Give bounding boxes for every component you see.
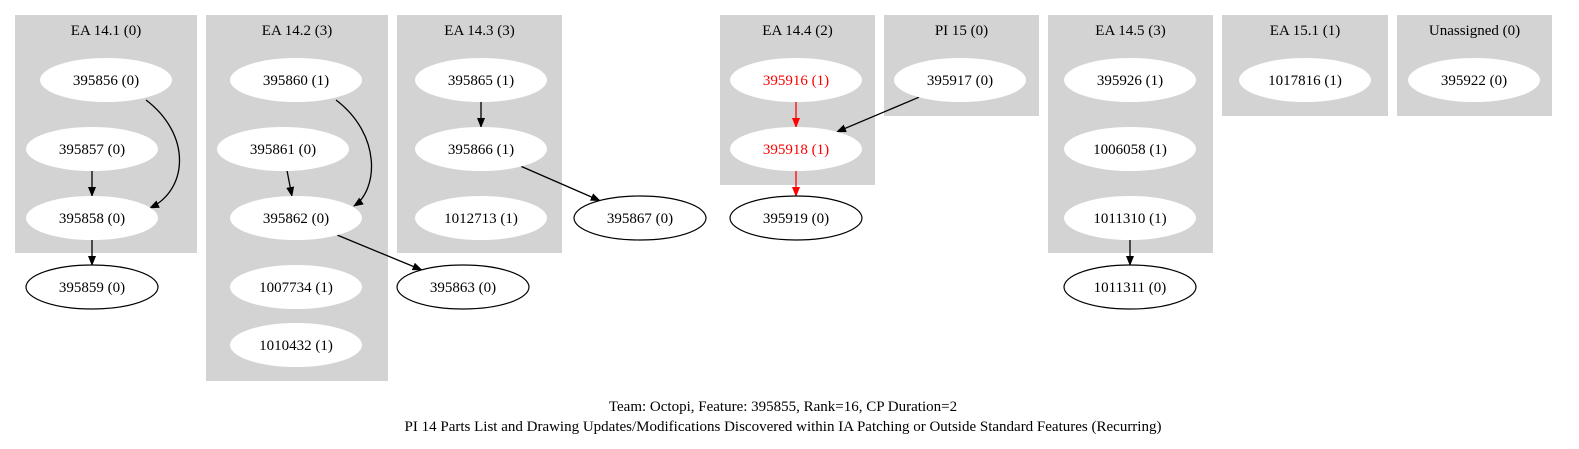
node-395857[interactable]: 395857 (0) bbox=[26, 127, 158, 171]
node-shape bbox=[396, 264, 530, 310]
node-shape bbox=[415, 196, 547, 240]
node-label: 1006058 (1) bbox=[1093, 142, 1167, 158]
node-shape bbox=[415, 127, 547, 171]
node-395865[interactable]: 395865 (1) bbox=[415, 58, 547, 102]
node-shape bbox=[26, 127, 158, 171]
node-shape bbox=[1408, 58, 1540, 102]
node-1012713[interactable]: 1012713 (1) bbox=[415, 196, 547, 240]
node-label: 395858 (0) bbox=[59, 211, 125, 227]
node-label: 1011311 (0) bbox=[1094, 280, 1167, 296]
node-shape bbox=[25, 264, 159, 310]
node-label: 1012713 (1) bbox=[444, 211, 518, 227]
node-shape bbox=[729, 195, 863, 241]
node-label: 395856 (0) bbox=[73, 73, 139, 89]
node-shape bbox=[1239, 58, 1371, 102]
node-label: 395859 (0) bbox=[59, 280, 125, 296]
node-shape bbox=[1064, 196, 1196, 240]
node-shape bbox=[230, 323, 362, 367]
node-1006058[interactable]: 1006058 (1) bbox=[1064, 127, 1196, 171]
node-shape bbox=[415, 58, 547, 102]
node-395860[interactable]: 395860 (1) bbox=[230, 58, 362, 102]
node-label: 395866 (1) bbox=[448, 142, 514, 158]
node-1007734[interactable]: 1007734 (1) bbox=[230, 265, 362, 309]
node-label: 395861 (0) bbox=[250, 142, 316, 158]
node-shape bbox=[730, 58, 862, 102]
edge-395862-to-395863 bbox=[337, 234, 423, 271]
cluster-label: EA 14.2 (3) bbox=[262, 23, 332, 39]
cluster-label: EA 15.1 (1) bbox=[1270, 23, 1340, 39]
node-shape bbox=[894, 58, 1026, 102]
cluster-label: EA 14.3 (3) bbox=[444, 23, 514, 39]
node-shape bbox=[217, 127, 349, 171]
node-1010432[interactable]: 1010432 (1) bbox=[230, 323, 362, 367]
node-shape bbox=[1063, 264, 1197, 310]
node-395917[interactable]: 395917 (0) bbox=[894, 58, 1026, 102]
node-shape bbox=[230, 196, 362, 240]
node-label: 395919 (0) bbox=[763, 211, 829, 227]
cluster-label: EA 14.5 (3) bbox=[1095, 23, 1165, 39]
node-shape bbox=[230, 58, 362, 102]
node-shape bbox=[730, 127, 862, 171]
cluster-label: EA 14.1 (0) bbox=[71, 23, 141, 39]
node-label: 1011310 (1) bbox=[1093, 211, 1166, 227]
node-395861[interactable]: 395861 (0) bbox=[217, 127, 349, 171]
node-label: 395926 (1) bbox=[1097, 73, 1163, 89]
node-label: 1007734 (1) bbox=[259, 280, 333, 296]
node-label: 1017816 (1) bbox=[1268, 73, 1342, 89]
node-layer: 395856 (0) 395857 (0) 395858 (0) 395859 (0)… bbox=[25, 58, 1540, 367]
node-395862[interactable]: 395862 (0) bbox=[230, 196, 362, 240]
node-shape bbox=[230, 265, 362, 309]
node-1011311[interactable]: 1011311 (0) bbox=[1063, 264, 1197, 310]
node-395858[interactable]: 395858 (0) bbox=[26, 196, 158, 240]
edge-395917-to-395918 bbox=[836, 96, 920, 133]
node-395919[interactable]: 395919 (0) bbox=[729, 195, 863, 241]
edge-395856-to-395858 bbox=[145, 99, 180, 209]
node-shape bbox=[26, 196, 158, 240]
node-label: 1010432 (1) bbox=[259, 338, 333, 354]
cluster-label: Unassigned (0) bbox=[1429, 23, 1520, 39]
node-1017816[interactable]: 1017816 (1) bbox=[1239, 58, 1371, 102]
node-shape bbox=[1064, 58, 1196, 102]
node-label: 395857 (0) bbox=[59, 142, 125, 158]
node-395867[interactable]: 395867 (0) bbox=[573, 195, 707, 241]
cluster-label: PI 15 (0) bbox=[935, 23, 988, 39]
node-395866[interactable]: 395866 (1) bbox=[415, 127, 547, 171]
node-395926[interactable]: 395926 (1) bbox=[1064, 58, 1196, 102]
node-395916[interactable]: 395916 (1) bbox=[730, 58, 862, 102]
node-shape bbox=[573, 195, 707, 241]
node-395859[interactable]: 395859 (0) bbox=[25, 264, 159, 310]
node-label: 395865 (1) bbox=[448, 73, 514, 89]
node-label: 395867 (0) bbox=[607, 211, 673, 227]
edge-layer bbox=[88, 96, 1134, 271]
node-1011310[interactable]: 1011310 (1) bbox=[1064, 196, 1196, 240]
node-label: 395922 (0) bbox=[1441, 73, 1507, 89]
node-shape bbox=[1064, 127, 1196, 171]
node-395863[interactable]: 395863 (0) bbox=[396, 264, 530, 310]
edge-395860-to-395862 bbox=[335, 99, 373, 207]
node-label: 395917 (0) bbox=[927, 73, 993, 89]
edge-395861-to-395862 bbox=[286, 170, 295, 197]
node-label: 395862 (0) bbox=[263, 211, 329, 227]
cluster-label: EA 14.4 (2) bbox=[762, 23, 832, 39]
edge-395866-to-395867 bbox=[520, 165, 601, 202]
node-label: 395860 (1) bbox=[263, 73, 329, 89]
node-label: 395918 (1) bbox=[763, 142, 829, 158]
node-395922[interactable]: 395922 (0) bbox=[1408, 58, 1540, 102]
caption-line-1: Team: Octopi, Feature: 395855, Rank=16, … bbox=[609, 399, 957, 415]
node-395918[interactable]: 395918 (1) bbox=[730, 127, 862, 171]
node-395856[interactable]: 395856 (0) bbox=[40, 58, 172, 102]
node-label: 395916 (1) bbox=[763, 73, 829, 89]
node-shape bbox=[40, 58, 172, 102]
node-label: 395863 (0) bbox=[430, 280, 496, 296]
caption-line-2: PI 14 Parts List and Drawing Updates/Mod… bbox=[405, 419, 1162, 435]
